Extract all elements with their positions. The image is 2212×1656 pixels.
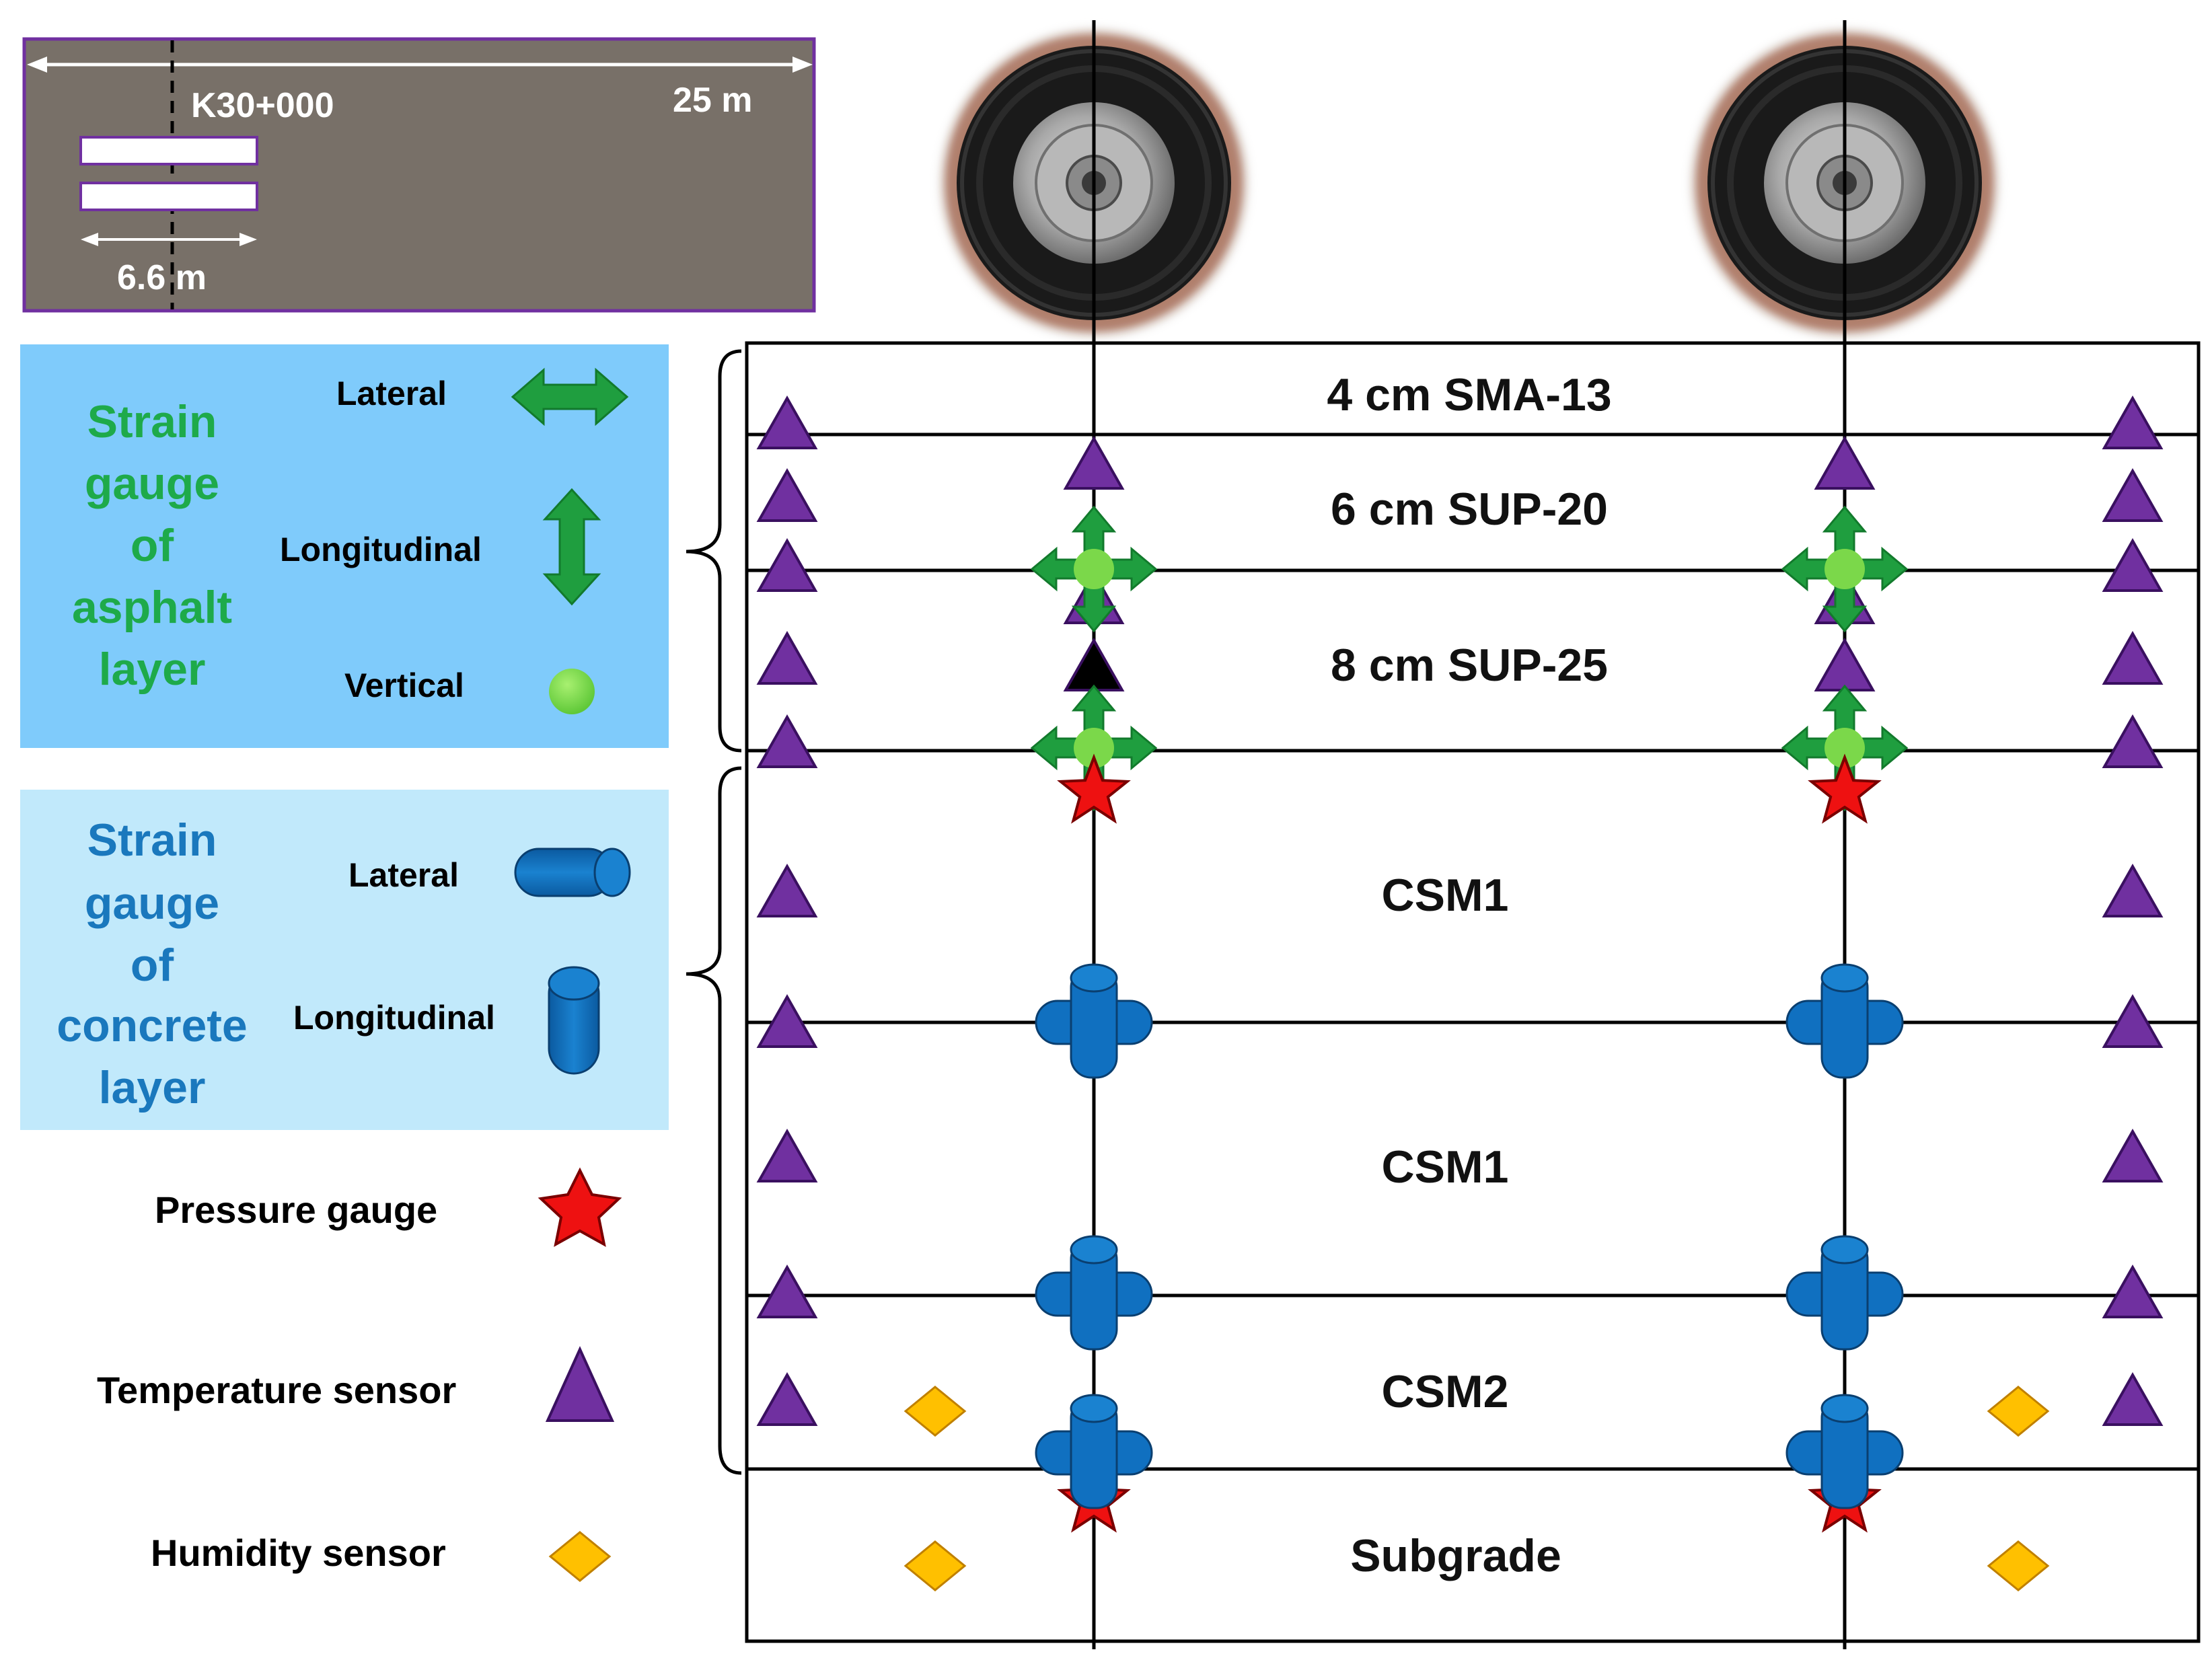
temperature-sensor	[756, 863, 818, 917]
test-slab	[79, 182, 258, 211]
layer-labels: 4 cm SMA-13 6 cm SUP-20 8 cm SUP-25 CSM1…	[1327, 369, 1611, 1581]
asphalt-title-line: layer	[99, 644, 206, 695]
asphalt-layers-brace	[686, 349, 742, 753]
slab-length-label: 6.6 m	[117, 258, 207, 297]
temperature-sensor	[756, 714, 818, 768]
asphalt-title-line: asphalt	[72, 582, 232, 633]
temperature-sensor	[2102, 467, 2164, 522]
humidity-diamond-icon	[548, 1531, 612, 1582]
temperature-sensor	[2102, 1264, 2164, 1318]
temperature-sensor	[2102, 863, 2164, 917]
asphalt-vertical-label: Vertical	[344, 667, 464, 704]
layer-label-sup25: 8 cm SUP-25	[1331, 640, 1608, 691]
layer-label-csm1-lower: CSM1	[1382, 1141, 1509, 1193]
layer-label-csm1-upper: CSM1	[1382, 870, 1509, 921]
layer-label-subgrade: Subgrade	[1350, 1530, 1561, 1581]
layer-label-csm2: CSM2	[1382, 1366, 1509, 1417]
pressure-gauge	[1057, 753, 1131, 824]
temperature-sensor	[756, 1371, 818, 1426]
lateral-cylinder-icon	[514, 848, 631, 897]
vertical-strain-gauge	[1824, 728, 1865, 768]
concrete-title-line: layer	[99, 1062, 206, 1113]
test-slab	[79, 136, 258, 165]
temperature-sensor	[756, 537, 818, 592]
asphalt-longitudinal-label: Longitudinal	[280, 531, 482, 568]
asphalt-lateral-label: Lateral	[336, 375, 447, 412]
pavement-structure: 4 cm SMA-13 6 cm SUP-20 8 cm SUP-25 CSM1…	[745, 20, 2201, 1649]
temperature-sensor	[756, 630, 818, 685]
concrete-title-line: Strain	[87, 815, 217, 866]
concrete-longitudinal-label: Longitudinal	[293, 999, 495, 1037]
temperature-sensor	[756, 1264, 818, 1318]
concrete-longitudinal-strain-gauge-top	[1070, 963, 1118, 993]
humidity-sensor	[1987, 1386, 2050, 1437]
vertical-strain-gauge	[1074, 728, 1114, 768]
temperature-triangle-icon	[545, 1346, 615, 1422]
humidity-sensor	[904, 1386, 967, 1437]
total-length-label: 25 m	[673, 81, 753, 120]
road-section	[22, 37, 816, 313]
concrete-layers-brace	[686, 766, 742, 1475]
temperature-sensor	[756, 993, 818, 1048]
sensor-marks	[756, 395, 2164, 1591]
temperature-sensor	[2102, 537, 2164, 592]
vertical-strain-gauge	[1074, 549, 1114, 589]
asphalt-legend-title: Strain gauge of asphalt layer	[72, 396, 232, 695]
pressure-gauge-star-icon	[538, 1167, 622, 1247]
concrete-title-line: of	[131, 940, 174, 991]
concrete-longitudinal-strain-gauge-top	[1070, 1394, 1118, 1423]
sensor-legend: Pressure gauge Temperature sensor Humidi…	[97, 1167, 622, 1582]
temperature-sensor	[2102, 714, 2164, 768]
vertical-strain-gauge	[1824, 549, 1865, 589]
concrete-title-line: concrete	[57, 1000, 247, 1051]
asphalt-strain-legend: Strain gauge of asphalt layer Lateral Lo…	[20, 344, 669, 748]
site-plan: K30+000 25 m 6.6 m	[22, 37, 816, 313]
asphalt-title-line: Strain	[87, 396, 217, 447]
temperature-sensor	[2102, 1371, 2164, 1426]
temperature-sensor	[756, 395, 818, 449]
temperature-sensor	[1814, 435, 1876, 490]
temperature-sensor	[2102, 1128, 2164, 1182]
temperature-sensor	[756, 1128, 818, 1182]
temperature-sensor	[2102, 993, 2164, 1048]
temperature-sensor-label: Temperature sensor	[97, 1369, 456, 1411]
layer-label-sup20: 6 cm SUP-20	[1331, 484, 1608, 535]
asphalt-title-line: of	[131, 520, 174, 571]
concrete-longitudinal-strain-gauge-top	[1820, 963, 1869, 993]
temperature-sensor	[756, 467, 818, 522]
concrete-legend-panel	[20, 790, 669, 1130]
temperature-sensor	[1063, 435, 1125, 490]
concrete-longitudinal-strain-gauge-top	[1820, 1235, 1869, 1265]
total-length-arrow	[27, 57, 813, 73]
concrete-legend-title: Strain gauge of concrete layer	[57, 815, 247, 1113]
pressure-gauge-label: Pressure gauge	[155, 1189, 437, 1231]
temperature-sensor	[2102, 395, 2164, 449]
pavement-outline	[745, 341, 2201, 1643]
layer-label-sma13: 4 cm SMA-13	[1327, 369, 1611, 420]
concrete-longitudinal-strain-gauge-top	[1820, 1394, 1869, 1423]
lateral-strain-arrow-icon	[511, 367, 629, 426]
concrete-lateral-label: Lateral	[348, 856, 459, 894]
humidity-sensor	[1987, 1540, 2050, 1591]
longitudinal-cylinder-icon	[548, 966, 600, 1075]
pressure-gauge	[1808, 753, 1882, 824]
humidity-sensor-label: Humidity sensor	[151, 1532, 446, 1574]
humidity-sensor	[904, 1540, 967, 1591]
concrete-title-line: gauge	[85, 878, 219, 929]
concrete-strain-legend: Strain gauge of concrete layer Lateral L…	[20, 790, 669, 1130]
vertical-strain-dot-icon	[549, 669, 595, 714]
station-label: K30+000	[191, 86, 334, 125]
asphalt-title-line: gauge	[85, 458, 219, 509]
concrete-longitudinal-strain-gauge-top	[1070, 1235, 1118, 1265]
slab-length-arrow	[81, 233, 257, 246]
longitudinal-strain-arrow-icon	[542, 488, 601, 606]
temperature-sensor	[2102, 630, 2164, 685]
